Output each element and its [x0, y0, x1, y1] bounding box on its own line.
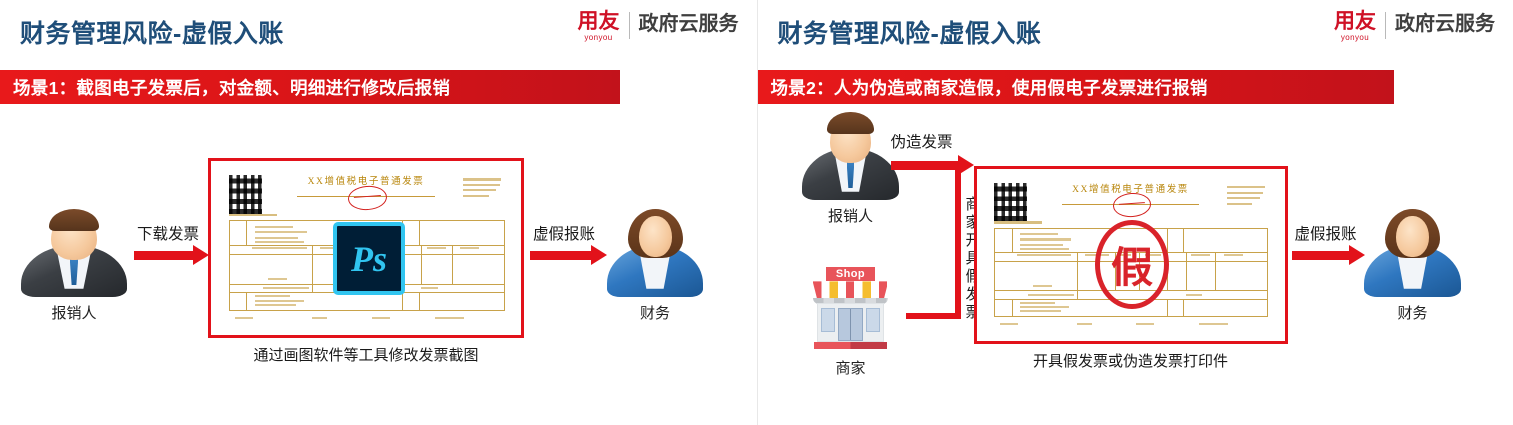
shop-window-right	[866, 308, 880, 333]
page-title: 财务管理风险-虚假入账	[777, 20, 1042, 48]
actor-reimburser-1: 报销人	[14, 205, 134, 323]
arrow-label-false-reimbursement-1: 虚假报账	[533, 226, 596, 243]
merchant-path-horizontal	[905, 313, 958, 319]
invoice-document-1: XX增值税电子普通发票	[217, 167, 515, 329]
scenario-banner-2-text: 场景2：人为伪造或商家造假，使用假电子发票进行报销	[770, 77, 1208, 98]
panel-2-header: 财务管理风险-虚假入账 用友 yonyou 政府云服务	[758, 0, 1513, 62]
shop-base	[814, 341, 887, 350]
photoshop-icon: Ps	[333, 222, 405, 295]
invoice-meta-lines	[462, 178, 505, 200]
panel-1-header: 财务管理风险-虚假入账 用友 yonyou 政府云服务	[0, 0, 757, 62]
logo-mark: 用友 yonyou	[1334, 11, 1385, 43]
panel-scenario-2: 财务管理风险-虚假入账 用友 yonyou 政府云服务 场景2：人为伪造或商家造…	[756, 0, 1513, 425]
actor-merchant-label: 商家	[835, 360, 866, 377]
invoice-title-1: XX增值税电子普通发票	[307, 177, 425, 188]
brand-logo: 用友 yonyou 政府云服务	[1334, 11, 1495, 47]
arrow-forge-invoice	[890, 155, 974, 175]
logo-cn-text: 用友	[577, 10, 620, 33]
logo-divider	[1385, 12, 1386, 39]
actor-finance-1: 财务	[600, 205, 710, 323]
scenario-banner-1-text: 场景1：截图电子发票后，对金额、明细进行修改后报销	[13, 77, 451, 98]
invoice-oval-stamp-icon	[347, 184, 388, 212]
actor-reimburser-2-label: 报销人	[827, 208, 873, 225]
invoice-code-line	[994, 221, 1042, 224]
invoice-document-2: XX增值税电子普通发票	[982, 175, 1279, 335]
actor-finance-2-avatar	[1358, 205, 1468, 297]
shop-icon: Shop	[808, 265, 894, 351]
scenario-banner-1: 场景1：截图电子发票后，对金额、明细进行修改后报销	[0, 70, 620, 104]
actor-finance-1-label: 财务	[639, 305, 670, 322]
avatar-head	[1396, 216, 1429, 257]
shop-door	[838, 308, 863, 341]
actor-reimburser-1-avatar	[14, 205, 134, 297]
shop-window-left	[821, 308, 835, 333]
logo-subtitle: 政府云服务	[638, 13, 739, 35]
logo-en-text: yonyou	[1340, 33, 1370, 42]
fake-stamp-icon: 假	[1094, 219, 1169, 310]
avatar-hair	[827, 111, 874, 134]
arrow-download-invoice	[134, 245, 209, 265]
invoice-code-line	[228, 213, 277, 217]
invoice-card-1: XX增值税电子普通发票	[208, 158, 524, 338]
invoice-caption-2: 开具假发票或伪造发票打印件	[1032, 353, 1228, 370]
page-title: 财务管理风险-虚假入账	[20, 20, 284, 48]
qr-code-icon	[228, 175, 262, 214]
shop-scallop	[812, 297, 889, 304]
invoice-caption-1: 通过画图软件等工具修改发票截图	[253, 347, 479, 364]
qr-code-icon	[994, 183, 1027, 222]
invoice-card-2: XX增值税电子普通发票	[973, 166, 1288, 344]
actor-finance-1-avatar	[600, 205, 710, 297]
actor-reimburser-2: 报销人	[796, 108, 906, 226]
panel-scenario-1: 财务管理风险-虚假入账 用友 yonyou 政府云服务 场景1：截图电子发票后，…	[0, 0, 757, 364]
brand-logo: 用友 yonyou 政府云服务	[578, 11, 739, 47]
shop-awning	[812, 281, 889, 300]
avatar-tie	[846, 157, 855, 189]
shop-sign-label: Shop	[825, 266, 876, 282]
actor-merchant: Shop 商家	[796, 265, 906, 378]
logo-en-text: yonyou	[584, 33, 613, 42]
avatar-tie	[69, 254, 79, 286]
avatar-head	[638, 216, 672, 257]
arrow-label-download-invoice: 下载发票	[137, 226, 200, 243]
arrow-false-reimbursement-1	[530, 245, 607, 265]
invoice-oval-stamp-icon	[1111, 192, 1152, 219]
scenario-banner-2: 场景2：人为伪造或商家造假，使用假电子发票进行报销	[757, 70, 1394, 104]
actor-finance-2-label: 财务	[1397, 305, 1428, 322]
logo-divider	[628, 12, 630, 39]
logo-subtitle: 政府云服务	[1395, 13, 1495, 35]
invoice-title-2: XX增值税电子普通发票	[1072, 185, 1189, 196]
merchant-path-vertical	[954, 163, 961, 319]
invoice-meta-lines	[1226, 186, 1268, 208]
arrow-label-forge-invoice: 伪造发票	[890, 134, 953, 151]
arrow-label-false-reimbursement-2: 虚假报账	[1294, 226, 1357, 243]
actor-reimburser-1-label: 报销人	[51, 305, 97, 322]
arrow-false-reimbursement-2	[1291, 245, 1365, 265]
logo-mark: 用友 yonyou	[578, 11, 629, 43]
logo-cn-text: 用友	[1334, 10, 1376, 33]
invoice-rule	[1062, 203, 1199, 205]
avatar-hair	[48, 208, 100, 231]
actor-finance-2: 财务	[1358, 205, 1468, 323]
actor-reimburser-2-avatar	[796, 108, 906, 200]
